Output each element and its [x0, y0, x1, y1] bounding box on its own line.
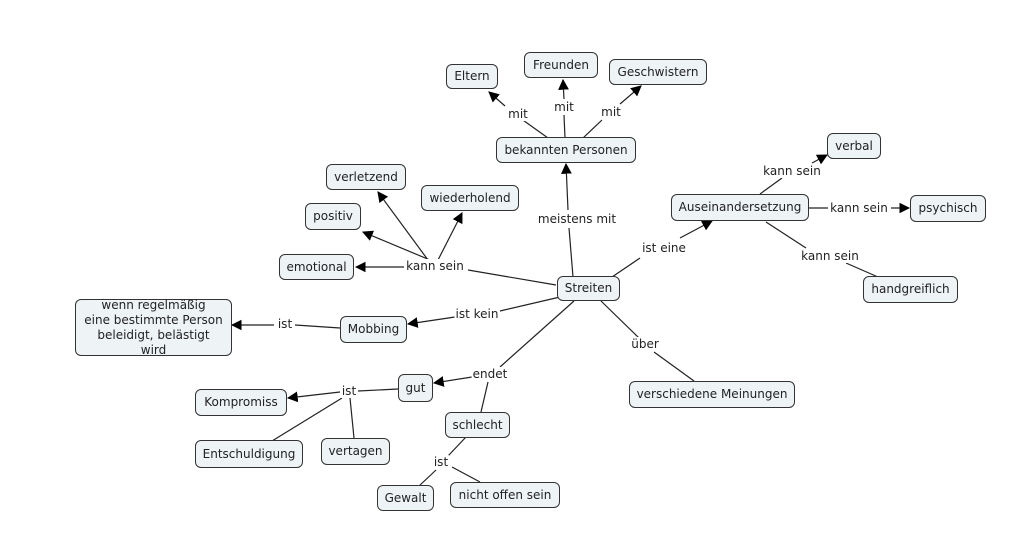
- edge-aus-handgreiflich: [765, 221, 807, 249]
- edge-personen-mit-geschwistern: [582, 119, 603, 139]
- edge-personen-mit-eltern: [519, 117, 549, 139]
- link-ueber: über: [630, 337, 660, 351]
- concept-mobbing-definition[interactable]: wenn regelmäßig eine bestimmte Person be…: [75, 297, 232, 357]
- concept-wiederholend[interactable]: wiederholend: [421, 185, 519, 211]
- edge-ueber-meinungen: [653, 351, 695, 382]
- edge-kann-sein-wiederholend: [437, 212, 463, 261]
- concept-freunden[interactable]: Freunden: [524, 52, 598, 78]
- concept-label: vertagen: [328, 444, 383, 458]
- concept-label: Kompromiss: [204, 395, 278, 409]
- concept-label: wiederholend: [429, 190, 511, 205]
- concept-handgreiflich[interactable]: handgreiflich: [863, 276, 958, 303]
- link-ist-eine: ist eine: [641, 241, 687, 255]
- concept-label: verletzend: [334, 169, 398, 184]
- concept-entschuldigung[interactable]: Entschuldigung: [195, 440, 303, 468]
- edge-meistens-arrow: [561, 162, 572, 211]
- edge-streiten-endet: [499, 300, 575, 368]
- concept-eltern[interactable]: Eltern: [446, 64, 498, 89]
- concept-label: Gewalt: [384, 490, 427, 505]
- edge-ist-nicht-offen: [451, 466, 481, 483]
- concept-kompromiss[interactable]: Kompromiss: [195, 389, 287, 416]
- concept-label: Eltern: [454, 69, 490, 83]
- concept-label: nicht offen sein: [458, 487, 552, 502]
- edge-streiten-kann-sein: [467, 269, 557, 286]
- concept-label-line: eine bestimmte Person: [84, 312, 223, 327]
- link-ist-kein: ist kein: [454, 307, 500, 321]
- link-kann-sein: kann sein: [405, 259, 465, 273]
- concept-label: emotional: [286, 259, 347, 274]
- concept-label: positiv: [313, 209, 353, 223]
- edge-kann-sein-verletzend: [377, 191, 429, 261]
- edge-personen-mit-freunden: [563, 114, 566, 139]
- concept-positiv[interactable]: positiv: [305, 203, 361, 230]
- concept-auseinandersetzung[interactable]: Auseinandersetzung: [671, 194, 809, 221]
- concept-verschiedene-meinungen[interactable]: verschiedene Meinungen: [629, 381, 795, 408]
- concept-psychisch[interactable]: psychisch: [910, 195, 986, 222]
- link-mit-geschwistern: mit: [600, 105, 622, 119]
- link-meistens-mit: meistens mit: [536, 212, 618, 226]
- edge-mit-geschwistern-arrow: [619, 85, 642, 105]
- concept-label: verbal: [835, 138, 873, 153]
- edge-mit-eltern-arrow: [488, 91, 506, 107]
- edge-streiten-ist-eine: [611, 257, 641, 278]
- edge-ist-vertagen: [349, 397, 355, 439]
- concept-schlecht[interactable]: schlecht: [445, 412, 510, 438]
- edge-ist-eine-arrow: [679, 220, 713, 239]
- edge-aus-verbal-arrow: [811, 154, 828, 165]
- edge-gut-ist: [357, 388, 399, 392]
- concept-label: Streiten: [564, 281, 613, 295]
- edge-mit-freunden-arrow: [558, 78, 569, 100]
- concept-mobbing[interactable]: Mobbing: [340, 316, 407, 343]
- concept-label: Freunden: [533, 57, 589, 72]
- link-kann-sein-psychisch: kann sein: [829, 201, 889, 215]
- concept-label: verschiedene Meinungen: [636, 387, 788, 401]
- edge-mobbing-ist: [294, 324, 341, 329]
- concept-label-line: beleidigt, belästigt wird: [97, 327, 210, 357]
- edge-endet-gut: [432, 376, 473, 387]
- link-endet: endet: [471, 367, 509, 381]
- edge-aus-verbal: [759, 177, 783, 195]
- concept-bekannten-personen[interactable]: bekannten Personen: [496, 137, 636, 163]
- edge-ist-entschuldigung: [271, 397, 343, 442]
- concept-label: handgreiflich: [871, 282, 950, 296]
- edge-kann-sein-positiv: [362, 230, 431, 261]
- edge-endet-schlecht: [480, 381, 489, 413]
- concept-label-line: wenn regelmäßig: [101, 297, 206, 312]
- concept-label: schlecht: [452, 417, 503, 432]
- link-mit-eltern: mit: [507, 107, 529, 121]
- edge-schlecht-ist: [447, 436, 467, 457]
- edge-streiten-ueber: [600, 300, 640, 339]
- concept-label: Auseinandersetzung: [678, 200, 802, 214]
- link-kann-sein-verbal: kann sein: [762, 164, 822, 178]
- concept-vertagen[interactable]: vertagen: [321, 438, 390, 465]
- link-ist-schlecht: ist: [432, 455, 450, 469]
- link-mit-freunden: mit: [553, 100, 575, 114]
- concept-label: psychisch: [918, 201, 978, 215]
- edge-streiten-ist-kein: [499, 296, 561, 312]
- concept-label: gut: [405, 380, 426, 395]
- concept-streiten[interactable]: Streiten: [557, 276, 620, 301]
- edge-handgreiflich-end: [845, 262, 879, 278]
- link-kann-sein-handgreiflich: kann sein: [800, 249, 860, 263]
- edge-ist-kein-arrow: [406, 316, 456, 328]
- link-ist-mobbing: ist: [276, 317, 294, 331]
- concept-emotional[interactable]: emotional: [279, 254, 354, 280]
- concept-label: Entschuldigung: [202, 446, 296, 461]
- concept-label: Geschwistern: [617, 64, 699, 79]
- concept-nicht-offen-sein[interactable]: nicht offen sein: [450, 482, 560, 508]
- concept-verbal[interactable]: verbal: [827, 133, 881, 159]
- link-ist-gut: ist: [340, 384, 358, 398]
- concept-gewalt[interactable]: Gewalt: [377, 485, 434, 511]
- concept-gut[interactable]: gut: [398, 374, 433, 402]
- concept-verletzend[interactable]: verletzend: [326, 164, 406, 190]
- edge-streiten-meistens: [568, 227, 574, 278]
- edge-ist-kompromiss: [286, 391, 341, 403]
- concept-label: bekannten Personen: [504, 142, 628, 157]
- concept-label: Mobbing: [347, 322, 400, 336]
- concept-geschwistern[interactable]: Geschwistern: [609, 59, 707, 85]
- edge-ist-gewalt: [417, 469, 437, 488]
